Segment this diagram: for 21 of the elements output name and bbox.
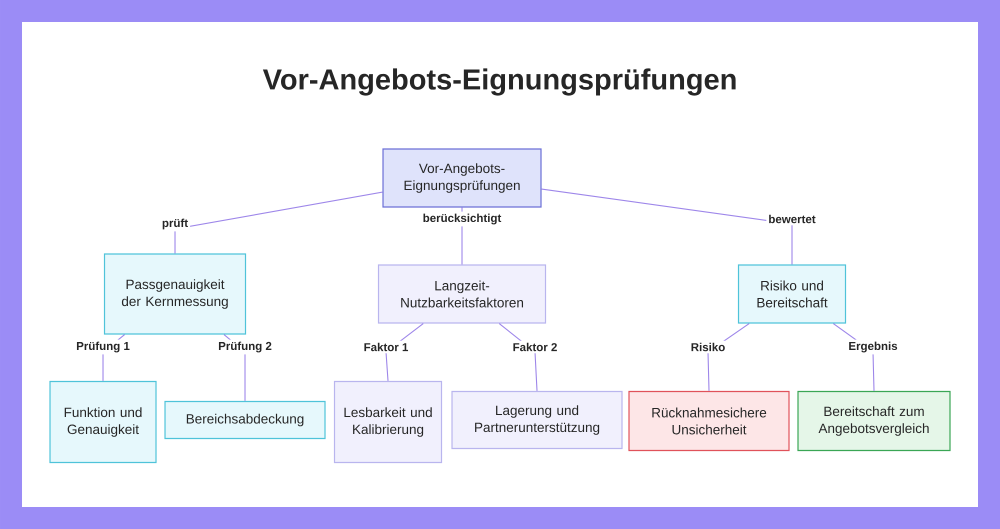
connector xyxy=(542,188,793,264)
edge-label: Prüfung 1 xyxy=(74,340,132,354)
process-box: Rücknahmesichere Unsicherheit xyxy=(628,390,790,452)
edge-label: prüft xyxy=(160,216,190,232)
process-box: Risiko und Bereitschaft xyxy=(738,264,846,324)
edge-label: Ergebnis xyxy=(846,340,900,354)
process-box: Lagerung und Partnerunterstützung xyxy=(451,390,623,450)
process-box: Lesbarkeit und Kalibrierung xyxy=(334,380,442,464)
edge-label: Faktor 1 xyxy=(362,340,410,354)
title: Vor-Angebots-Eignungsprüfungen xyxy=(262,68,736,96)
edge-label: Prüfung 2 xyxy=(216,340,274,354)
process-box: Bereichsabdeckung xyxy=(164,400,326,440)
process-box: Langzeit-Nutzbarkeitsfaktoren xyxy=(378,264,546,324)
edge-label: bewertet xyxy=(766,212,818,226)
topic-box: Vor-Angebots-Eignungsprüfungen xyxy=(382,148,542,208)
edge-label: berücksichtigt xyxy=(420,212,504,226)
process-box: Passgenauigkeit der Kernmessung xyxy=(104,253,246,335)
process-box: Bereitschaft zum Angebotsvergleich xyxy=(797,390,951,452)
connector xyxy=(174,192,382,254)
process-box: Funktion und Genauigkeit xyxy=(49,380,157,464)
edge-label: Faktor 2 xyxy=(510,340,560,354)
